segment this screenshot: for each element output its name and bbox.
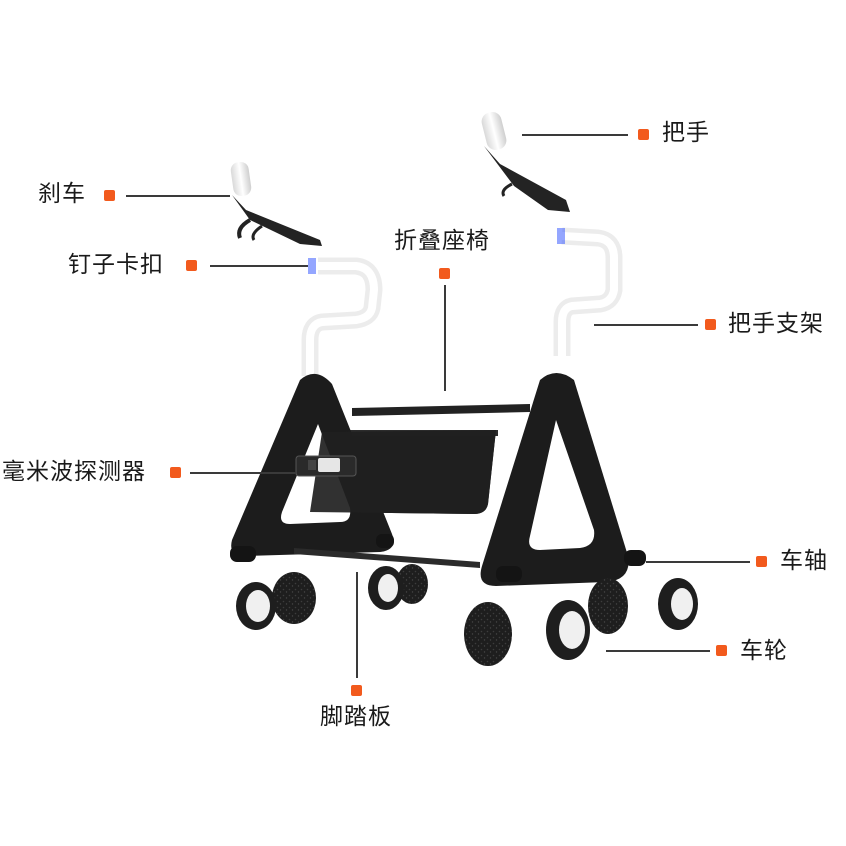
folding-seat-top bbox=[352, 404, 530, 416]
detector-dot bbox=[170, 467, 181, 478]
footrest-dot bbox=[351, 685, 362, 696]
folding-seat-label: 折叠座椅 bbox=[394, 228, 490, 254]
footrest-label: 脚踏板 bbox=[320, 704, 392, 730]
nail-buckle-label: 钉子卡扣 bbox=[68, 252, 164, 278]
axle-label: 车轴 bbox=[780, 548, 828, 574]
right-brake bbox=[484, 146, 570, 212]
bracket-leader bbox=[594, 324, 698, 326]
footrest bbox=[294, 548, 480, 568]
axle-dot bbox=[756, 556, 767, 567]
handle-bracket-label: 把手支架 bbox=[728, 311, 824, 337]
handle-label: 把手 bbox=[662, 120, 710, 146]
left-grip bbox=[230, 161, 252, 197]
mmwave-detector bbox=[295, 455, 357, 477]
right-grip bbox=[481, 112, 507, 150]
left-brake bbox=[232, 195, 322, 246]
wheel-label: 车轮 bbox=[740, 638, 788, 664]
brake-leader bbox=[126, 195, 230, 197]
wheel-leader bbox=[606, 650, 710, 652]
nail-buckle-leader bbox=[210, 265, 308, 267]
axle-leader bbox=[646, 561, 750, 563]
nail-buckle-dot bbox=[186, 260, 197, 271]
handle-dot bbox=[638, 129, 649, 140]
wheels bbox=[236, 564, 698, 666]
right-handle-assembly bbox=[481, 112, 570, 212]
handle-leader bbox=[522, 134, 628, 136]
right-bracket bbox=[553, 227, 623, 356]
left-handle-assembly bbox=[230, 161, 322, 246]
detector-leader bbox=[190, 472, 296, 474]
bracket-dot bbox=[705, 319, 716, 330]
folding-seat-leader bbox=[444, 285, 446, 391]
folding-seat-dot bbox=[439, 268, 450, 279]
footrest-leader bbox=[356, 572, 358, 678]
axles bbox=[230, 534, 646, 582]
left-bracket bbox=[301, 257, 383, 376]
brake-label: 刹车 bbox=[38, 181, 86, 207]
mmwave-detector-label: 毫米波探测器 bbox=[2, 459, 146, 485]
wheel-dot bbox=[716, 645, 727, 656]
brake-dot bbox=[104, 190, 115, 201]
left-nail-buckle bbox=[308, 258, 316, 274]
